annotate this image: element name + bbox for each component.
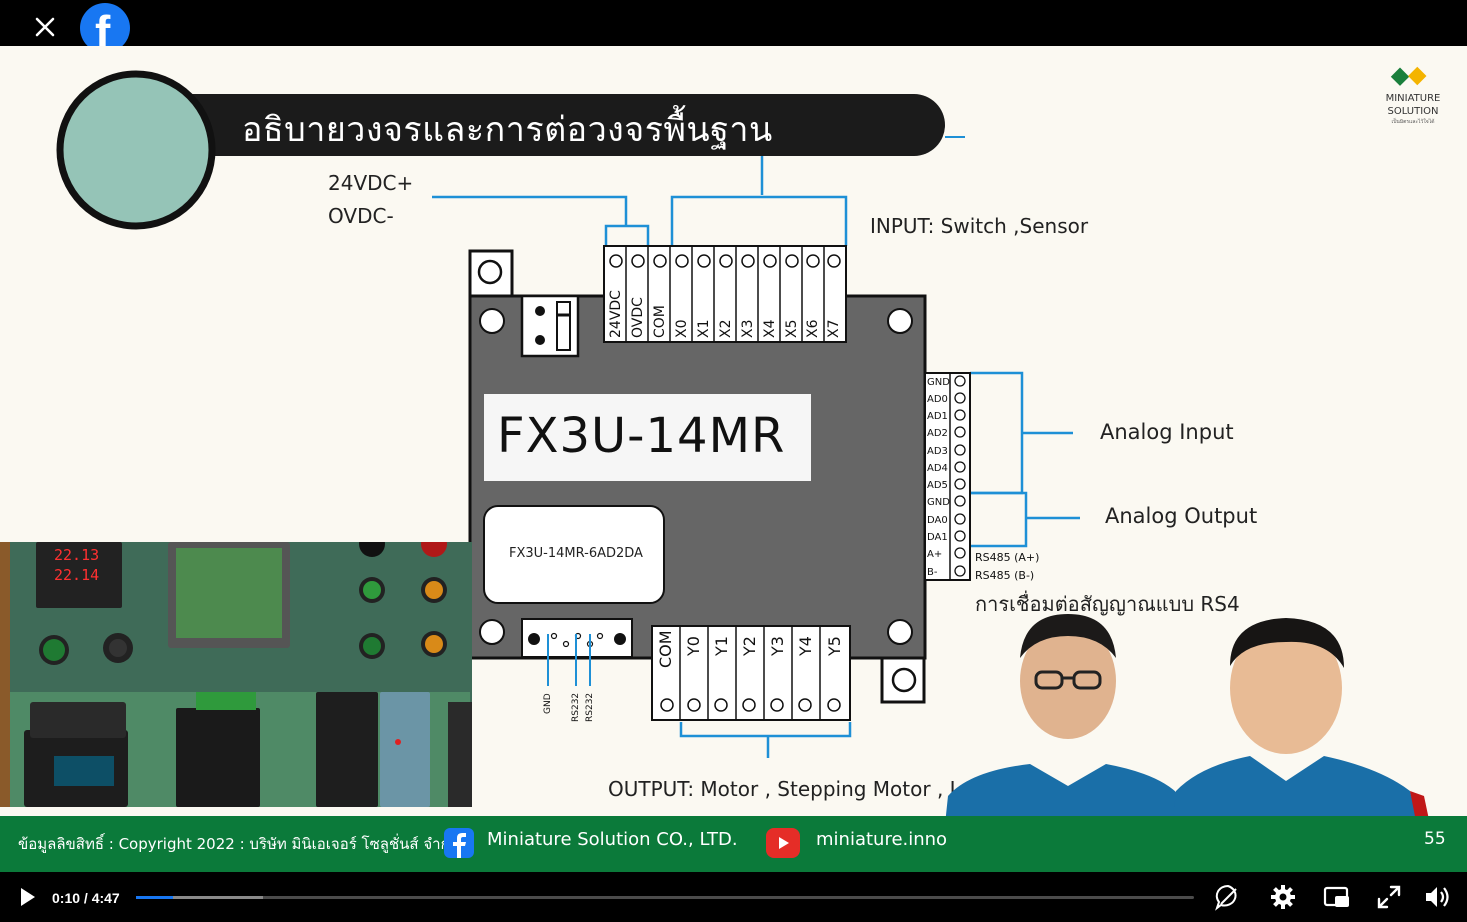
brand-logo: MINIATURE SOLUTION เป็นมิตรและไว้ใจได้ [1383,64,1443,126]
temp-display-top: 22.13 [54,546,99,564]
analog-terminal-label: AD3 [927,446,948,457]
gear-icon [1271,885,1295,909]
analog-terminal-label: AD1 [927,411,948,422]
volume-icon [1426,887,1449,907]
input-terminal-label: X6 [805,319,821,338]
close-button[interactable] [28,10,62,44]
brand-line1: MINIATURE [1385,93,1441,104]
analog-terminal-label: GND [927,497,950,508]
playback-time: 0:10 / 4:47 [52,890,120,906]
progress-fill [136,896,174,899]
input-terminal-label: X4 [762,319,778,338]
output-label: OUTPUT: Motor , Stepping Motor , L [608,777,961,801]
analog-terminal-label: GND [927,377,950,388]
input-terminal-label: X7 [826,320,842,339]
play-icon [21,888,35,906]
wiring-diagram: 24VDC OVDC COM X0 X1 X2 X3 X4 X5 X6 X7 [56,66,1427,758]
facebook-logo-icon[interactable]: f [80,3,130,53]
rs485-b-label: RS485 (B-) [975,569,1034,582]
input-terminal-label: X0 [674,320,690,339]
plc-model-label: FX3U-14MR [497,408,786,464]
input-terminal-label: X3 [740,320,756,339]
pip-icon [1323,886,1349,907]
plc-sub-model-label: FX3U-14MR-6AD2DA [509,546,643,561]
rs485-a-label: RS485 (A+) [975,551,1039,564]
brand-line2: SOLUTION [1387,106,1439,117]
youtube-icon [766,828,800,858]
output-terminal-label: COM [656,630,675,668]
brand-tagline: เป็นมิตรและไว้ใจได้ [1391,119,1435,125]
output-terminal-label: Y0 [684,636,703,657]
analog-terminal-label: AD2 [927,428,948,439]
serial-pin-label: GND [543,693,553,714]
analog-terminal-label: A+ [927,549,942,560]
top-bar: f [0,0,1467,53]
analog-terminal-label: DA1 [927,532,948,543]
video-frame[interactable]: 24VDC OVDC COM X0 X1 X2 X3 X4 X5 X6 X7 [0,46,1467,872]
title-banner [150,94,945,156]
input-terminal-label: X1 [696,320,712,339]
settings-button[interactable] [1268,882,1298,912]
facebook-page-name: Miniature Solution CO., LTD. [487,829,738,850]
copyright-text: ข้อมูลลิขสิทธิ์ : Copyright 2022 : บริษั… [18,835,460,853]
progress-bar[interactable] [136,896,1194,899]
model-plate [484,394,811,481]
power-0v-label: OVDC- [328,204,394,228]
fullscreen-button[interactable] [1374,882,1404,912]
footer-edge-text: 55 [1424,829,1446,849]
output-terminal-label: Y2 [740,636,759,657]
analog-terminal-label: AD0 [927,394,948,405]
analog-terminal-strip [924,372,971,581]
power-24v-label: 24VDC+ [328,171,414,195]
analog-terminal-label: AD4 [927,463,948,474]
serial-pin-label: RS232 [571,693,581,722]
rs485-caption: การเชื่อมต่อสัญญาณแบบ RS4 [975,592,1240,616]
temp-display-bottom: 22.14 [54,566,99,584]
analog-terminal-label: AD5 [927,480,948,491]
analog-terminal-label: B- [927,567,938,578]
player-controls: 0:10 / 4:47 [0,872,1467,922]
input-terminal-label: COM [652,305,668,338]
control-panel-photo: 22.13 22.14 [0,542,472,807]
serial-pin-label: RS232 [585,693,595,722]
volume-button[interactable] [1422,882,1452,912]
play-button[interactable] [12,882,42,912]
analog-terminal-label: DA0 [927,515,948,526]
output-terminal-label: Y4 [796,636,815,657]
input-label: INPUT: Switch ,Sensor [870,214,1089,238]
expand-icon [1377,885,1401,909]
analog-output-label: Analog Output [1105,504,1258,528]
facebook-icon [444,828,474,858]
youtube-channel-name: miniature.inno [816,829,948,850]
slide-footer: ข้อมูลลิขสิทธิ์ : Copyright 2022 : บริษั… [0,816,1467,872]
analog-input-label: Analog Input [1100,420,1234,444]
captions-icon [1215,884,1237,911]
output-terminal-label: Y1 [712,636,731,657]
input-terminal-label: OVDC [630,297,646,338]
slide-title: อธิบายวงจรและการต่อวงจรพื้นฐาน [242,110,773,150]
picture-in-picture-button[interactable] [1322,882,1352,912]
input-terminal-label: X2 [718,320,734,339]
captions-button[interactable] [1213,882,1243,912]
input-terminal-label: X5 [784,320,800,339]
output-terminal-label: Y5 [825,636,844,657]
close-icon [35,17,55,37]
progress-buffered [136,896,263,899]
output-terminal-label: Y3 [768,636,787,657]
title-circle [56,70,216,230]
input-terminal-label: 24VDC [608,290,624,338]
